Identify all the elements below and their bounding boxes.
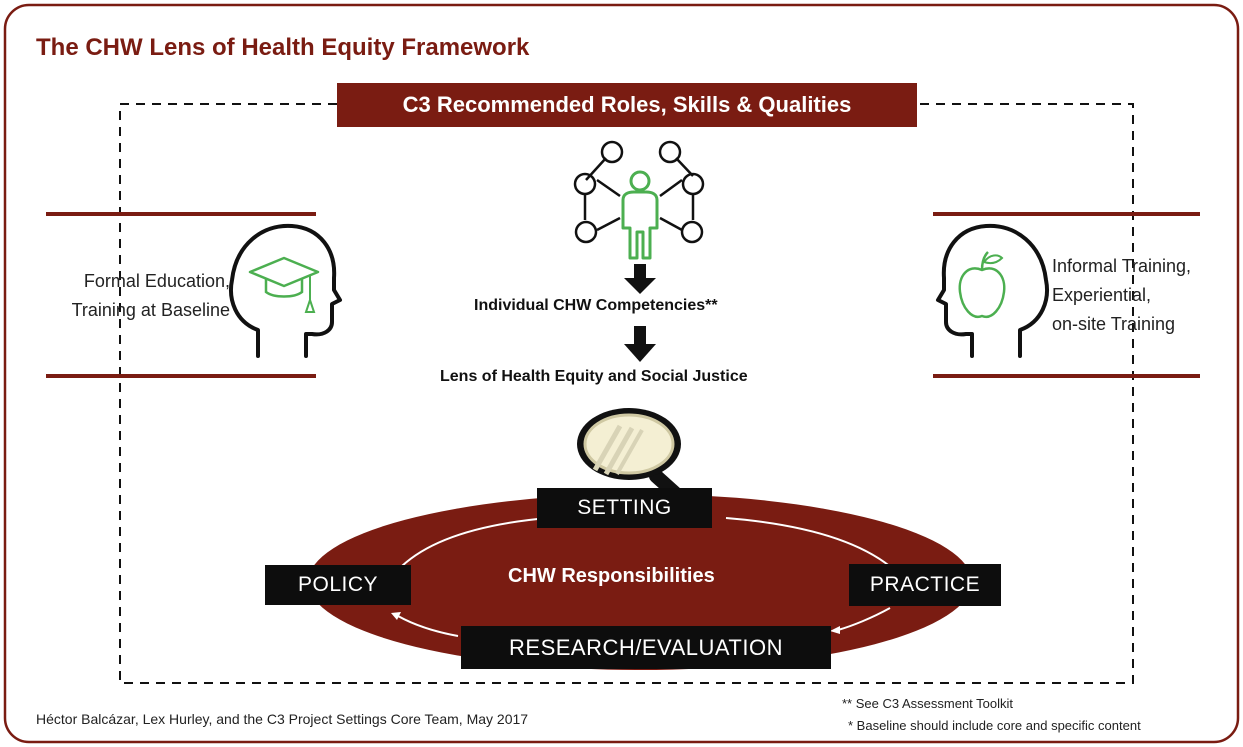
policy-box: POLICY [265,565,411,605]
responsibilities-label: CHW Responsibilities [508,565,715,587]
lens-label: Lens of Health Equity and Social Justice [440,368,748,385]
apple-head-icon [936,223,1049,358]
informal-line-1: Informal Training, [1052,256,1192,276]
down-arrow-icon [624,264,656,362]
graduation-head-icon [229,223,342,358]
baseline-note: * Baseline should include core and speci… [848,718,1141,733]
toolkit-note: ** See C3 Assessment Toolkit [842,696,1014,711]
roles-banner: C3 Recommended Roles, Skills & Qualities [337,83,917,127]
outer-frame [3,3,1240,744]
formal-line-1: Formal Education, [83,271,230,291]
setting-box: SETTING [537,488,712,528]
informal-line-2: Experiential, [1052,285,1152,305]
credit-line: Héctor Balcázar, Lex Hurley, and the C3 … [36,711,529,727]
dashed-boundary [119,103,1134,684]
formal-education-label: Formal Education, Training at Baseline [62,267,230,325]
informal-line-3: on-site Training [1052,314,1176,334]
practice-box: PRACTICE [849,564,1001,606]
page-title: The CHW Lens of Health Equity Framework [36,34,530,61]
informal-training-label: Informal Training, Experiential, on-site… [1052,252,1191,339]
network-person-icon [573,140,705,260]
research-evaluation-box: RESEARCH/EVALUATION [461,626,831,669]
formal-line-2: Training at Baseline [71,300,230,320]
competencies-label: Individual CHW Competencies** [474,297,718,314]
